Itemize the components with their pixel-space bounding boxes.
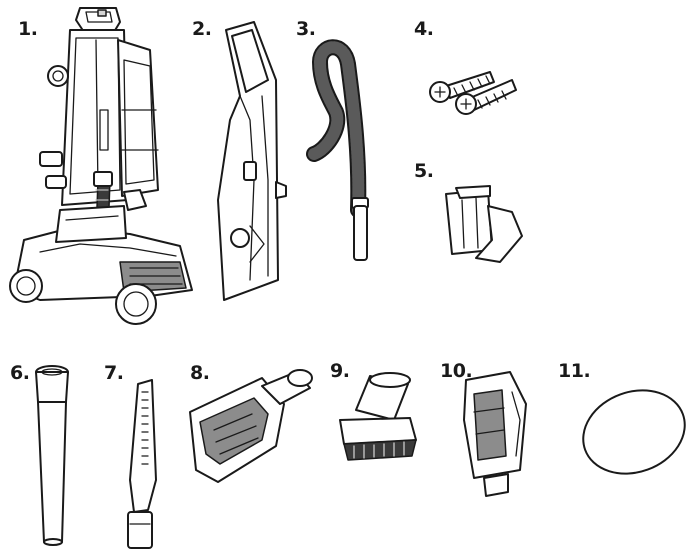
handle-icon — [0, 0, 300, 310]
crevice-tool-icon — [0, 0, 200, 558]
extension-wand-icon — [0, 0, 100, 558]
part-number-6: 6. — [10, 362, 30, 384]
turbo-brush-icon — [0, 0, 320, 558]
filter-cartridge-icon — [463, 371, 527, 497]
hose-icon — [0, 0, 400, 270]
part-number-9: 9. — [330, 360, 350, 382]
part-number-7: 7. — [104, 362, 124, 384]
part-number-11: 11. — [558, 360, 591, 382]
clip-icon — [0, 0, 530, 270]
part-number-4: 4. — [414, 18, 434, 40]
dusting-brush-icon — [339, 372, 417, 461]
part-number-8: 8. — [190, 362, 210, 384]
part-number-1: 1. — [18, 18, 38, 40]
part-number-2: 2. — [192, 18, 212, 40]
part-number-5: 5. — [414, 160, 434, 182]
part-number-3: 3. — [296, 18, 316, 40]
screws-icon — [0, 0, 520, 130]
upright-vacuum-icon — [0, 0, 200, 330]
part-number-10: 10. — [440, 360, 473, 382]
